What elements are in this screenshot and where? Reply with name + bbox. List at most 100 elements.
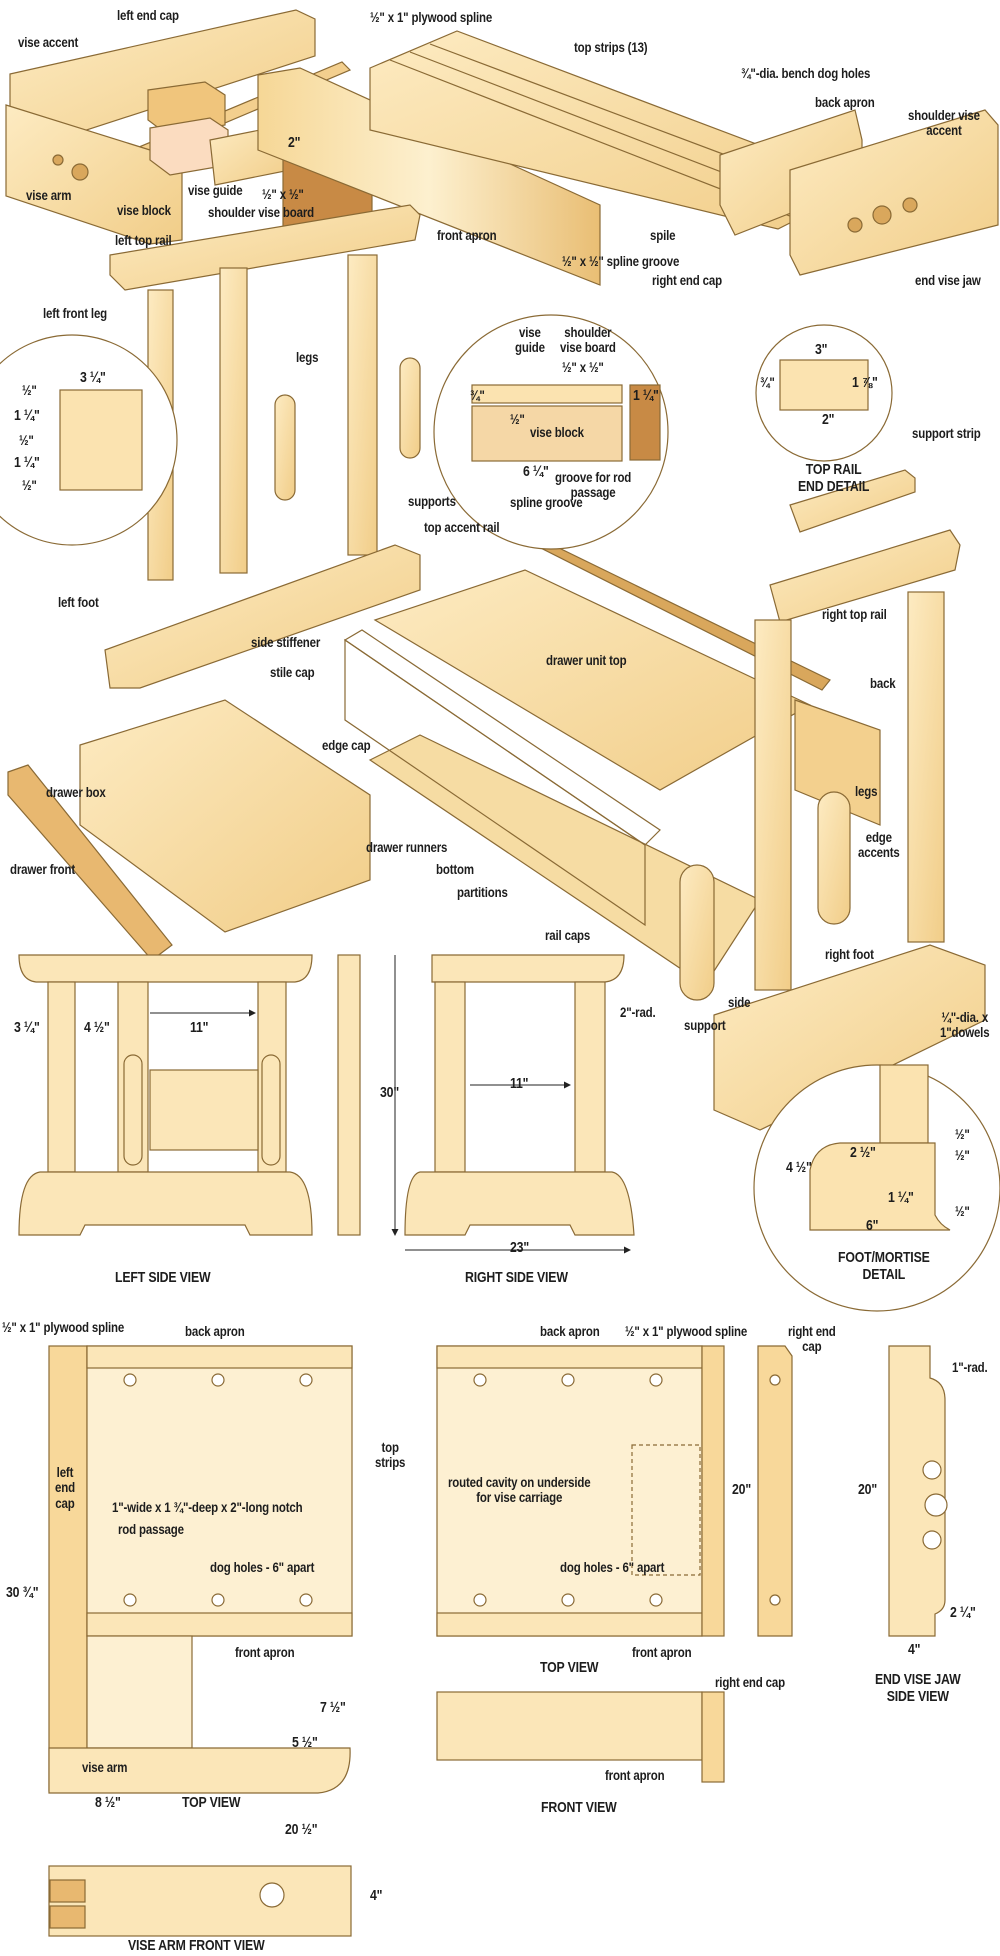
jaw-radius: 1"-rad.: [952, 1359, 988, 1375]
right-view-width: 23": [510, 1239, 530, 1256]
label-top-strips: top strips (13): [574, 39, 648, 55]
label-vise-guide: vise guide: [188, 182, 243, 198]
label-end-vise-jaw: end vise jaw: [915, 272, 981, 288]
left-top-rail-part: [109, 204, 421, 291]
top-rail-end-detail: [755, 324, 893, 462]
label-legs: legs: [296, 349, 319, 365]
label-right-foot: right foot: [825, 946, 874, 962]
leg-detail-d3: ½": [19, 432, 34, 448]
top-rail-two: 2": [822, 411, 835, 428]
tvr-back-apron: back apron: [540, 1323, 600, 1339]
label-supports: supports: [408, 493, 456, 509]
vise-detail-half: ½": [510, 411, 525, 427]
leg-mortise-detail: [0, 334, 178, 546]
left-view-d2: 4 ½": [84, 1019, 110, 1036]
label-stile-cap: stile cap: [270, 664, 315, 680]
foot-mortise-detail: [753, 1064, 1000, 1312]
support-part: [274, 394, 296, 501]
front-apron-part: [257, 67, 601, 286]
tvl-spline: ½" x 1" plywood spline: [2, 1319, 125, 1335]
tvr-spline: ½" x 1" plywood spline: [625, 1323, 748, 1339]
right-view-inner: 11": [510, 1075, 529, 1092]
vise-detail-half-by-half: ½" x ½": [562, 359, 604, 375]
text-line: shoulder vise: [908, 107, 980, 123]
left-side-view-drawing: [18, 954, 361, 1236]
foot-h1: ½": [955, 1126, 970, 1142]
label-right-end-cap: right end cap: [652, 272, 722, 288]
label-side: side: [728, 994, 751, 1010]
left-view-d3: 11": [190, 1019, 209, 1036]
text-line: DETAIL: [862, 1265, 906, 1283]
label-spline-groove: ½" x ½" spline groove: [562, 253, 680, 269]
right-leg-front-part: [754, 619, 792, 991]
right-view-height: 30": [380, 1084, 400, 1101]
text-line: FOOT/MORTISE: [838, 1249, 930, 1266]
jaw-height: 20": [858, 1481, 878, 1498]
text-line: top: [381, 1439, 399, 1455]
foot-h2: ½": [955, 1147, 970, 1163]
label-vise-accent: vise accent: [18, 34, 79, 50]
text-line: TOP RAIL: [805, 461, 862, 478]
text-line: groove for rod: [555, 469, 632, 485]
front-view-drawing: [436, 1691, 725, 1783]
text-line: accents: [858, 844, 900, 861]
vise-detail: [433, 314, 669, 550]
label-bench-dog-holes: ¾"-dia. bench dog holes: [741, 65, 871, 81]
fv-title: FRONT VIEW: [541, 1799, 617, 1816]
top-rail-three-quarter: ¾": [760, 374, 775, 390]
label-left-end-cap: left end cap: [117, 7, 179, 23]
label-legs-2: legs: [855, 783, 878, 799]
tvr-dog-holes: dog holes - 6" apart: [560, 1559, 665, 1575]
stile-frame-part: [343, 629, 661, 927]
drawer-front-part: [7, 764, 173, 961]
vise-detail-spline-groove: spline groove: [510, 494, 583, 510]
label-half-by-half: ½" x ½": [262, 186, 304, 202]
text-line: left: [56, 1464, 74, 1480]
tvl-notch: 1"-wide x 1 ¾"-deep x 2"-long notch: [112, 1499, 303, 1515]
tvl-arm-gap: 7 ½": [320, 1699, 346, 1716]
vise-detail-width: 6 ¼": [523, 463, 549, 480]
label-vise-block: vise block: [117, 202, 171, 218]
text-line: routed cavity on underside: [448, 1474, 591, 1490]
label-drawer-runners: drawer runners: [366, 839, 448, 855]
label-plywood-spline: ½" x 1" plywood spline: [370, 9, 493, 25]
label-shoulder-vise-board: shoulder vise board: [208, 204, 314, 220]
label-rail-caps: rail caps: [545, 927, 591, 943]
top-rail-width: 3": [815, 341, 828, 358]
middle-leg-part: [219, 267, 248, 574]
tvl-dog-holes: dog holes - 6" apart: [210, 1559, 315, 1575]
label-back-apron: back apron: [815, 94, 875, 110]
dimension-lines: [150, 955, 631, 1254]
label-bottom: bottom: [436, 861, 474, 877]
vise-detail-vise-block: vise block: [530, 424, 584, 440]
label-side-stiffener: side stiffener: [251, 634, 321, 650]
dimension-2in: 2": [288, 134, 301, 151]
label-vise-arm: vise arm: [26, 187, 72, 203]
tvl-title: TOP VIEW: [182, 1794, 241, 1811]
fv-right-end-cap: right end cap: [715, 1674, 785, 1690]
tvr-title: TOP VIEW: [540, 1659, 599, 1676]
right-top-rail-part: [769, 529, 961, 623]
text-line: shoulder: [564, 324, 612, 340]
tvl-rod-passage: rod passage: [118, 1521, 184, 1537]
tvl-vise-arm: vise arm: [82, 1759, 128, 1775]
right-leg-back-part: [907, 591, 945, 943]
back-part: [794, 699, 881, 826]
text-line: strips: [375, 1454, 406, 1471]
left-side-view-title: LEFT SIDE VIEW: [115, 1269, 211, 1286]
leg-detail-width: 3 ¼": [80, 369, 106, 386]
label-right-top-rail: right top rail: [822, 606, 887, 622]
support-strip-part: [789, 469, 916, 533]
